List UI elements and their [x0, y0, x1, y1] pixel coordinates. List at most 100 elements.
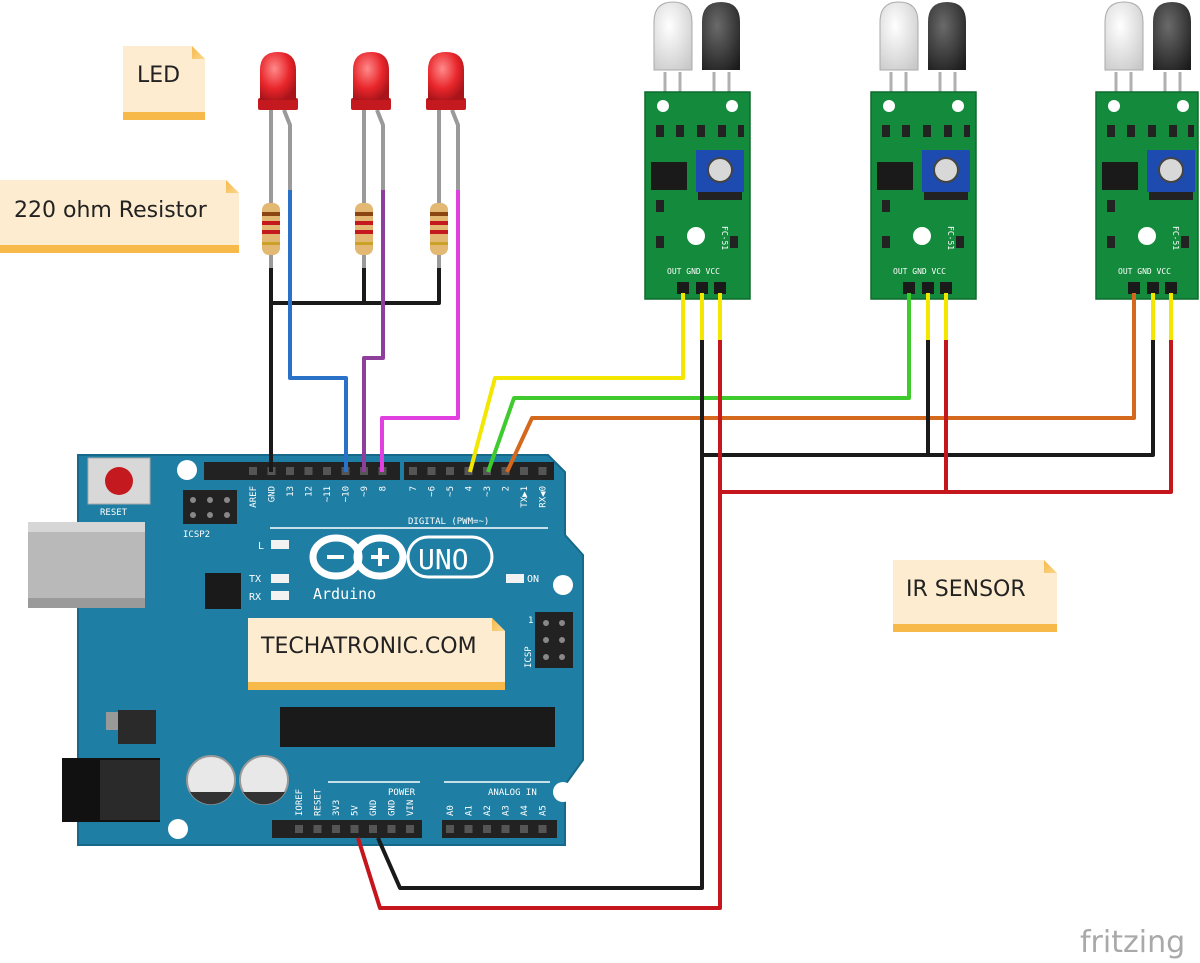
pin-label: A3	[502, 805, 512, 816]
pin-label: VIN	[406, 800, 416, 816]
header-hole	[295, 825, 303, 833]
note-resistor-text: 220 ohm Resistor	[14, 198, 208, 223]
wire-orange-pin2	[505, 293, 1136, 473]
pin-label: A4	[520, 805, 530, 816]
pin-label: ~11	[323, 486, 333, 502]
led-l-label: L	[258, 541, 264, 552]
led-3	[426, 52, 466, 205]
header-hole	[406, 825, 414, 833]
pin-label: ~9	[360, 486, 370, 497]
led-2	[351, 52, 391, 205]
wire-red-sensor3-vcc	[946, 340, 1173, 494]
pin-label: ~6	[428, 486, 438, 497]
pin-label: 7	[409, 486, 419, 491]
pin-label: RESET	[314, 788, 324, 816]
header-hole	[332, 825, 340, 833]
pin-label: 4	[465, 486, 475, 491]
header-hole	[304, 467, 313, 475]
pin-label: 13	[286, 486, 296, 497]
header-hole	[538, 825, 547, 833]
led-1	[258, 52, 298, 205]
sensor-1-pin-labels: OUT GND VCC	[667, 267, 720, 276]
pin-label: ~10	[342, 486, 352, 502]
rx-label: RX	[249, 592, 261, 603]
note-resistor: 220 ohm Resistor	[0, 180, 239, 253]
header-hole	[286, 467, 294, 475]
wire-led-ground-bus	[269, 268, 441, 305]
pin-label: IOREF	[295, 789, 305, 816]
sensor-2-pin-labels: OUT GND VCC	[893, 267, 946, 276]
header-hole	[446, 467, 454, 475]
pin-label-group: AREF GND 13 12 ~11 ~10 ~9 8 7 ~6 ~5 4 ~3 2 TX▶1 RX◀0IOR…	[249, 486, 549, 816]
header-hole	[483, 825, 491, 833]
pin-label: ~3	[483, 486, 493, 497]
analog-label: ANALOG IN	[488, 788, 537, 798]
pin-label: TX▶1	[520, 486, 530, 508]
digital-label: DIGITAL (PWM=~)	[408, 517, 489, 527]
pin-label: 12	[305, 486, 315, 497]
wire-magenta-pin8	[380, 190, 460, 472]
note-led: LED	[123, 46, 205, 120]
reset-label: RESET	[100, 508, 128, 518]
note-website: TECHATRONIC.COM	[248, 618, 505, 690]
pin-label: GND	[268, 486, 278, 502]
tx-label: TX	[249, 574, 261, 585]
wire-black-sensor-ground	[376, 340, 704, 890]
icsp-pin1-label: 1	[528, 616, 533, 626]
header-hole	[464, 825, 473, 833]
wires	[269, 190, 1173, 910]
header-hole	[409, 467, 417, 475]
pin-label: GND	[369, 800, 379, 816]
on-label: ON	[527, 574, 539, 585]
wire-yellow-pin4	[468, 293, 685, 473]
pin-label: A0	[446, 805, 456, 816]
pin-label: A1	[465, 805, 475, 816]
icsp2-label: ICSP2	[183, 530, 210, 540]
sensor-3-model: FC-51	[1171, 226, 1180, 250]
header-hole	[350, 825, 359, 833]
pin-label: 2	[502, 486, 512, 491]
fritzing-watermark: fritzing	[1080, 925, 1185, 960]
wire-green-pin3	[486, 293, 911, 473]
resistor-3	[430, 203, 448, 268]
arduino-logo-icon	[309, 534, 407, 580]
header-hole	[427, 467, 436, 475]
pin-label: A5	[539, 805, 549, 816]
pin-label: AREF	[249, 486, 259, 508]
header-hole	[369, 825, 377, 833]
pin-label: A2	[483, 805, 493, 816]
pin-label: 3V3	[332, 800, 342, 816]
arduino-brand-label: Arduino	[313, 585, 376, 603]
note-ir-sensor-text: IR SENSOR	[906, 577, 1026, 602]
header-hole	[520, 467, 528, 475]
header-hole	[538, 467, 547, 475]
resistor-1	[262, 203, 280, 268]
pin-label: 8	[379, 486, 389, 491]
header-hole	[249, 467, 257, 475]
wire-black-sensor3-ground	[928, 340, 1155, 457]
power-label: POWER	[388, 788, 416, 798]
resistor-2	[355, 203, 373, 268]
header-hole	[323, 467, 331, 475]
ir-sensor-1: FC-51 OUT GND VCC	[644, 1, 751, 300]
header-hole	[446, 825, 454, 833]
sensor-2-model: FC-51	[946, 226, 955, 250]
uno-label: UNO	[418, 543, 469, 576]
icsp-label: ICSP	[524, 646, 534, 668]
header-hole	[313, 825, 322, 833]
pin-label: ~5	[446, 486, 456, 497]
ir-sensor-2: FC-51 OUT GND VCC	[870, 1, 977, 300]
header-hole	[501, 825, 510, 833]
wire-purple-pin9	[362, 190, 385, 472]
pin-label: GND	[388, 800, 398, 816]
wire-red-sensor-vcc	[356, 340, 722, 910]
header-hole	[387, 825, 396, 833]
header-hole	[520, 825, 528, 833]
pin-label: 5V	[351, 805, 361, 816]
note-website-text: TECHATRONIC.COM	[260, 634, 477, 659]
wire-blue-pin10	[288, 190, 348, 472]
note-ir-sensor: IR SENSOR	[893, 560, 1057, 632]
pin-label: RX◀0	[539, 486, 549, 508]
